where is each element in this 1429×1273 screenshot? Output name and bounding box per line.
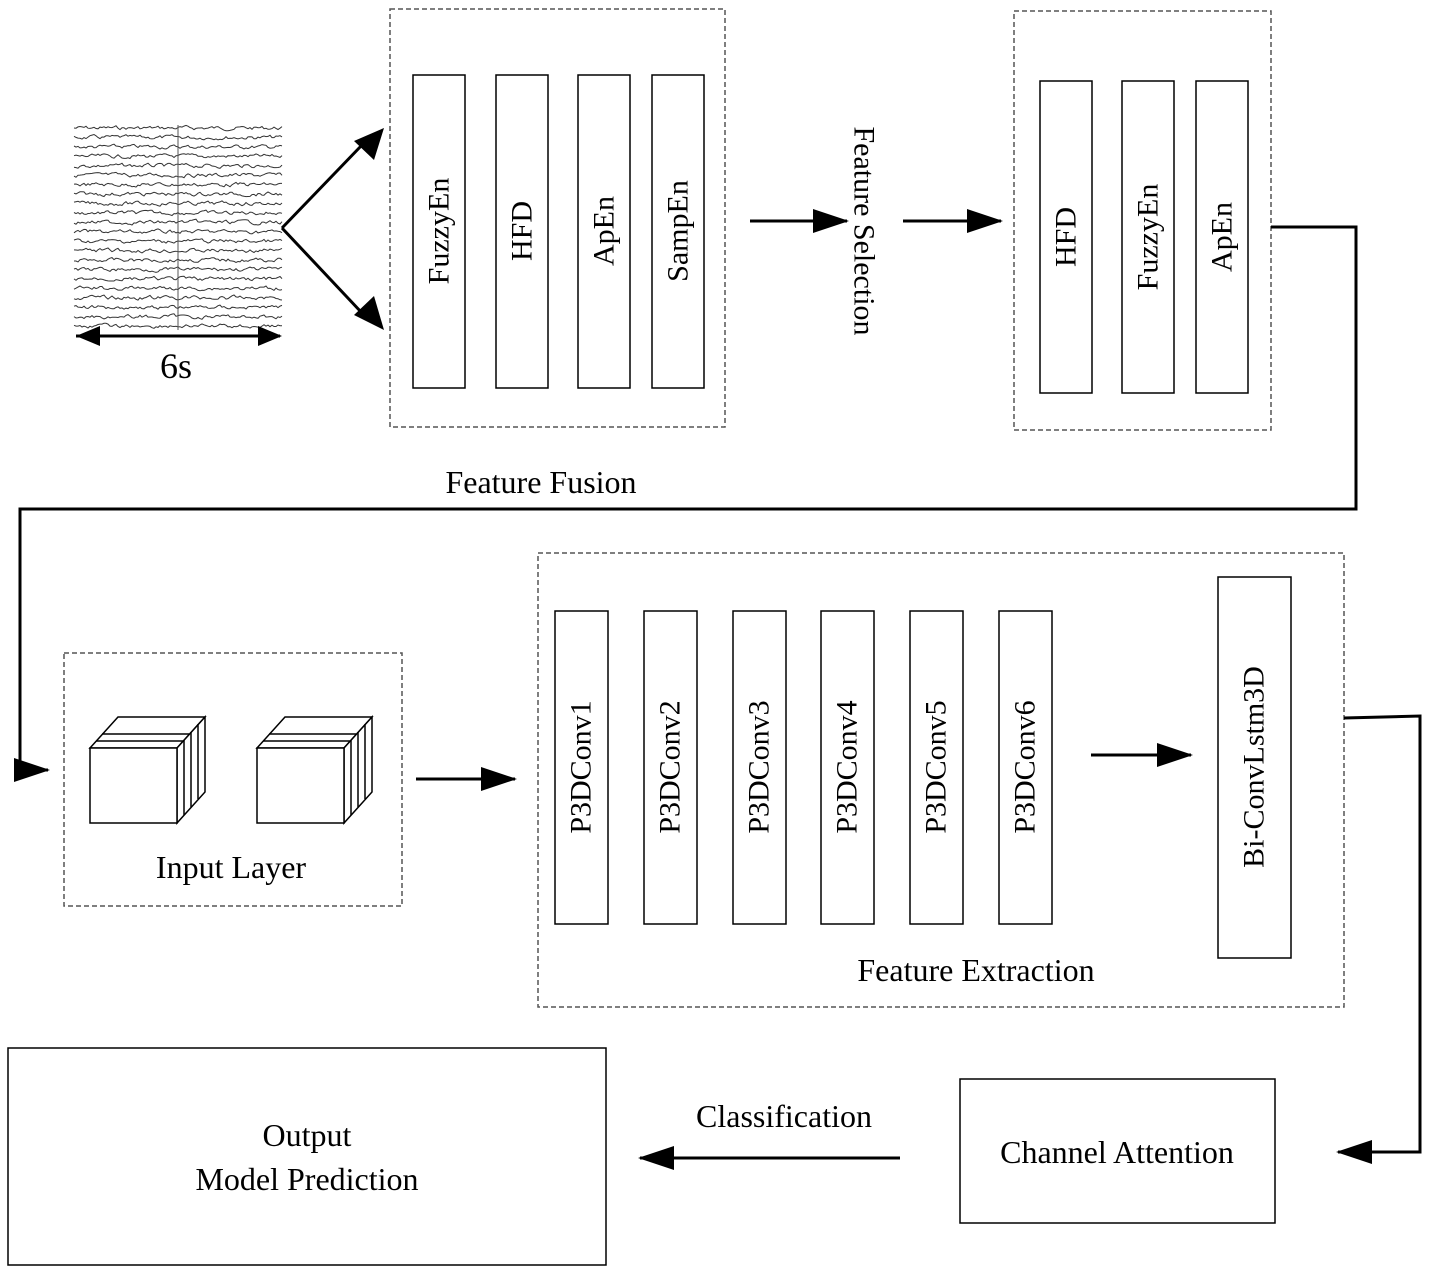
selected-feature-label: HFD <box>1050 207 1083 267</box>
input-layer-group <box>63 652 403 907</box>
conv-label: P3DConv5 <box>920 700 953 833</box>
p3dconv6-box: P3DConv6 <box>998 610 1053 925</box>
conv-label: P3DConv6 <box>1009 700 1042 833</box>
p3dconv4-box: P3DConv4 <box>820 610 875 925</box>
input-cube-2 <box>255 715 374 825</box>
p3dconv5-box: P3DConv5 <box>909 610 964 925</box>
fusion-feature-box-apen: ApEn <box>577 74 631 389</box>
fusion-feature-label: ApEn <box>588 196 621 266</box>
selected-feature-label: ApEn <box>1206 202 1239 272</box>
selected-feature-box-fuzzyen: FuzzyEn <box>1121 80 1175 394</box>
conv-label: P3DConv1 <box>565 700 598 833</box>
duration-label: 6s <box>160 346 192 386</box>
feature-extraction-title: Feature Extraction <box>857 952 1094 988</box>
conv-label: P3DConv4 <box>831 700 864 833</box>
feature-fusion-title: Feature Fusion <box>445 464 636 500</box>
bi-convlstm3d-box: Bi-ConvLstm3D <box>1217 576 1292 959</box>
lstm-label: Bi-ConvLstm3D <box>1238 666 1271 868</box>
fusion-feature-box-hfd: HFD <box>495 74 549 389</box>
classification-label: Classification <box>696 1098 872 1134</box>
duration-arrow <box>76 326 282 346</box>
channel-attention-box <box>959 1078 1276 1224</box>
fusion-feature-label: SampEn <box>662 180 695 282</box>
p3dconv2-box: P3DConv2 <box>643 610 698 925</box>
fusion-feature-box-fuzzyen: FuzzyEn <box>412 74 466 389</box>
split-arrows <box>280 143 364 315</box>
input-cube-1 <box>88 715 207 825</box>
connector-selection-to-input <box>14 225 1358 782</box>
conv-label: P3DConv3 <box>743 700 776 833</box>
output-title: Output <box>263 1117 352 1153</box>
conv-label: P3DConv2 <box>654 700 687 833</box>
split-arrowhead-down <box>354 296 384 330</box>
selected-feature-box-hfd: HFD <box>1039 80 1093 394</box>
selected-features-group <box>1013 10 1272 431</box>
fusion-feature-label: HFD <box>506 201 539 261</box>
fusion-feature-label: FuzzyEn <box>423 178 456 285</box>
fusion-feature-box-sampen: SampEn <box>651 74 705 389</box>
feature-fusion-group <box>389 8 726 428</box>
feature-extraction-group <box>537 552 1345 1008</box>
output-box <box>7 1047 607 1266</box>
input-layer-label: Input Layer <box>156 849 307 885</box>
output-subtitle: Model Prediction <box>195 1161 418 1197</box>
connector-extraction-to-attention <box>1336 714 1422 1164</box>
channel-attention-label: Channel Attention <box>1000 1134 1234 1170</box>
p3dconv3-box: P3DConv3 <box>732 610 787 925</box>
selected-feature-box-apen: ApEn <box>1195 80 1249 394</box>
split-arrowhead-up <box>354 128 384 160</box>
eeg-signal <box>73 124 283 330</box>
feature-selection-label: Feature Selection <box>848 126 881 335</box>
selected-feature-label: FuzzyEn <box>1132 184 1165 291</box>
p3dconv1-box: P3DConv1 <box>554 610 609 925</box>
